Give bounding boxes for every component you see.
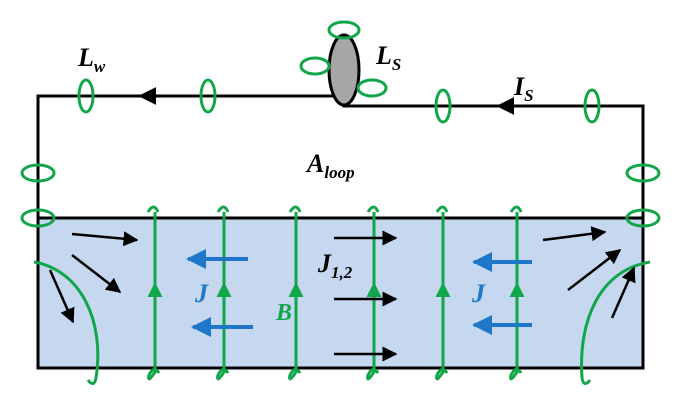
field-lines-B: [33, 205, 651, 385]
label-magnetic-field: B: [275, 300, 292, 326]
field-line-arrows: [147, 282, 525, 300]
wire-field-loops: [20, 20, 661, 228]
conductor-plate: [36, 216, 645, 370]
label-loop-area: Aloop: [305, 149, 355, 182]
label-j-left: J: [194, 279, 209, 308]
label-current-density-12: J1,2: [317, 249, 353, 282]
label-wire-inductance: Lw: [77, 43, 106, 76]
source-inductor: [327, 33, 361, 107]
plate-current-arrows: [48, 226, 636, 362]
label-source-inductance: LS: [375, 41, 401, 74]
label-j-right: J: [471, 279, 486, 308]
return-current-arrows: [186, 249, 532, 337]
wire-loop: [36, 94, 645, 218]
label-source-current: IS: [513, 72, 534, 105]
